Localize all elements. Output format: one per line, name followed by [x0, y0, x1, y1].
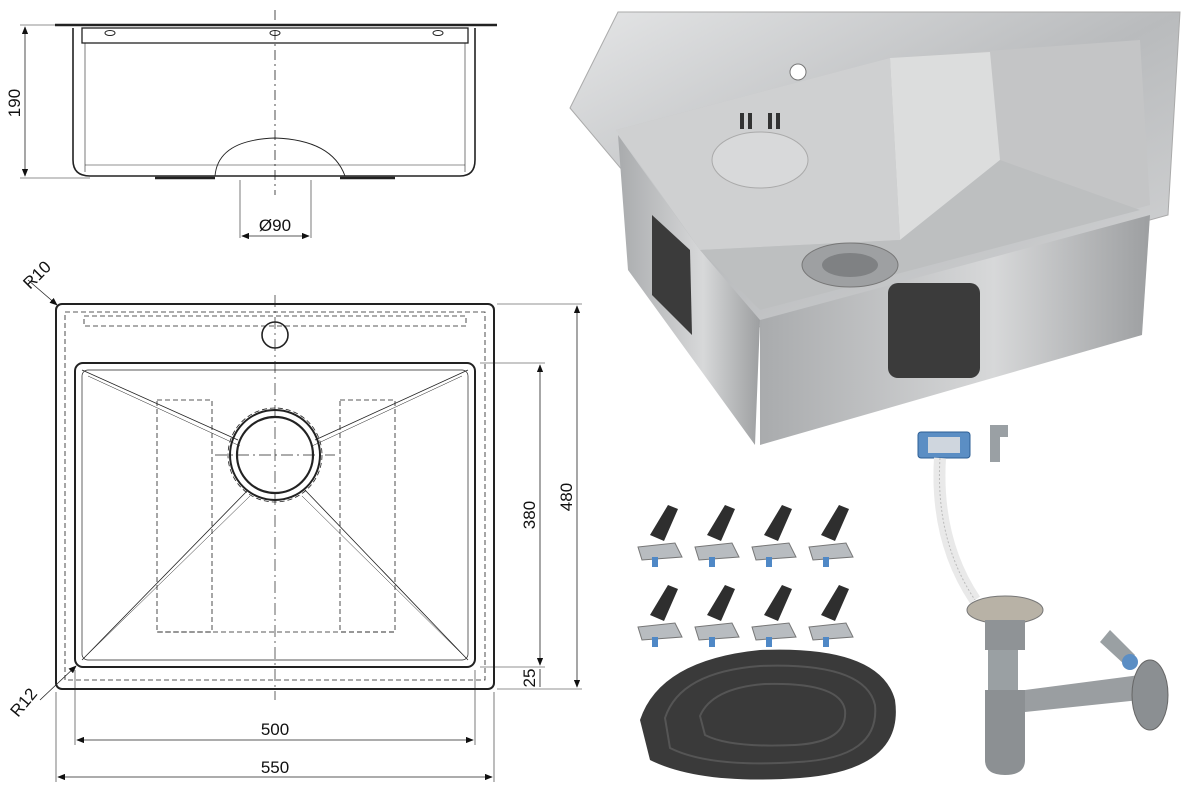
outer-width-label: 550: [261, 758, 289, 777]
mounting-clip: [637, 585, 683, 647]
drain-diameter-label: Ø90: [259, 216, 291, 235]
side-view: 190 Ø90: [5, 10, 497, 240]
mounting-clip: [808, 505, 854, 567]
height-dimension-label: 190: [5, 89, 24, 117]
mounting-clip: [751, 585, 797, 647]
mounting-clips-photo: [637, 505, 854, 647]
drain-kit-photo: [917, 425, 1169, 775]
inner-radius-label: R12: [7, 684, 42, 720]
mounting-clip: [637, 505, 683, 567]
inner-height-label: 380: [520, 501, 539, 529]
mounting-clip: [694, 585, 740, 647]
outer-radius-label: R10: [19, 257, 54, 292]
mounting-clip: [751, 505, 797, 567]
mounting-clip: [694, 505, 740, 567]
foam-pad-photo: [640, 649, 896, 780]
top-view: R10 R12 380 480 25 500 550: [7, 257, 582, 782]
mounting-clip: [808, 585, 854, 647]
sink-photo: [569, 11, 1181, 445]
outer-height-label: 480: [557, 483, 576, 511]
rim-width-label: 25: [520, 669, 539, 688]
inner-width-label: 500: [261, 720, 289, 739]
